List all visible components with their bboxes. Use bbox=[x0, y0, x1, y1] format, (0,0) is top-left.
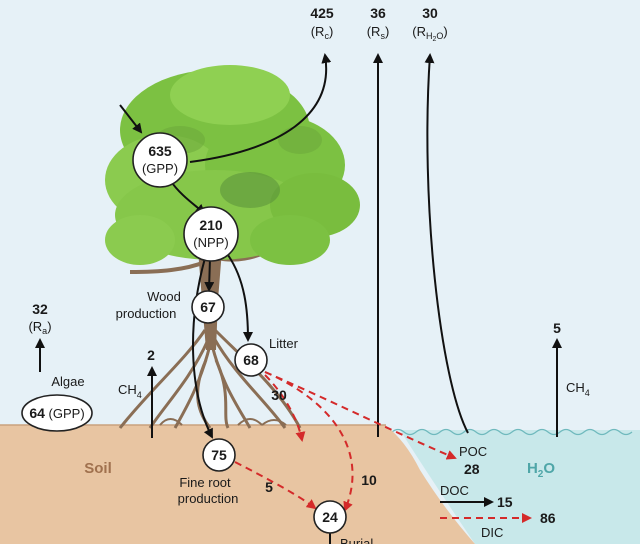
water-zone bbox=[370, 430, 640, 544]
litter-to-burial-arrow bbox=[264, 371, 354, 512]
doc-label: DOC bbox=[440, 483, 469, 498]
litter-to-burial-value: 10 bbox=[361, 472, 377, 488]
litter-to-soil-arrow bbox=[264, 374, 306, 442]
fine-root-label-line1: Fine root bbox=[179, 475, 231, 490]
npp-to-wood-arrow bbox=[204, 257, 215, 292]
npp-to-fine-root-arrow bbox=[192, 257, 213, 439]
wood-value: 67 bbox=[200, 299, 216, 315]
rc-label: (Rc) bbox=[311, 24, 334, 41]
litter-to-soil-value: 30 bbox=[271, 387, 287, 403]
root-to-burial-arrow bbox=[234, 461, 317, 510]
fine-root-node bbox=[202, 438, 236, 472]
dic-value: 86 bbox=[540, 510, 556, 526]
algae-gpp-value: 64 bbox=[29, 405, 45, 421]
npp-label: (NPP) bbox=[193, 235, 228, 250]
trunk-branch-left bbox=[129, 260, 206, 274]
root-to-burial-value: 5 bbox=[265, 479, 273, 495]
wood-label-line2: production bbox=[116, 306, 177, 321]
algae-gpp-node bbox=[21, 394, 93, 432]
npp-node bbox=[183, 206, 239, 262]
burial-label: Burial bbox=[340, 536, 373, 544]
litter-node bbox=[234, 343, 268, 377]
rs-label: (Rs) bbox=[367, 24, 390, 41]
dic-label: DIC bbox=[481, 525, 503, 540]
ra-label: (Ra) bbox=[28, 319, 51, 336]
ch4-soil-value: 2 bbox=[147, 347, 155, 363]
gpp-value: 635 bbox=[148, 143, 172, 159]
water-zone-label: H2O bbox=[527, 460, 555, 480]
burial-node bbox=[313, 500, 347, 534]
poc-value: 28 bbox=[464, 461, 480, 477]
rs-value: 36 bbox=[370, 5, 386, 21]
fine-root-label-line2: production bbox=[178, 491, 239, 506]
litter-to-poc-arrow bbox=[264, 371, 457, 460]
doc-value: 15 bbox=[497, 494, 513, 510]
rc-value: 425 bbox=[310, 5, 334, 21]
npp-value: 210 bbox=[199, 217, 223, 233]
npp-to-litter-arrow bbox=[227, 254, 253, 342]
ra-value: 32 bbox=[32, 301, 48, 317]
poc-label: POC bbox=[459, 444, 487, 459]
fine-root-value: 75 bbox=[211, 447, 227, 463]
litter-value: 68 bbox=[243, 352, 259, 368]
water-surface bbox=[391, 428, 633, 436]
burial-value: 24 bbox=[322, 509, 338, 525]
water-respiration-arrow bbox=[424, 53, 469, 434]
soil-zone bbox=[0, 425, 475, 544]
gpp-node bbox=[132, 132, 188, 188]
algae-caption: Algae bbox=[51, 374, 84, 389]
ch4-water-value: 5 bbox=[553, 320, 561, 336]
soil-zone-label: Soil bbox=[84, 460, 112, 477]
wood-label-line1: Wood bbox=[147, 289, 181, 304]
algae-gpp-text: 64 (GPP) bbox=[29, 405, 84, 421]
litter-label: Litter bbox=[269, 336, 299, 351]
light-input-arrow bbox=[119, 104, 143, 134]
canopy-respiration-arrow bbox=[189, 53, 332, 163]
gpp-label: (GPP) bbox=[142, 161, 178, 176]
ch4-soil-label: CH4 bbox=[118, 382, 142, 400]
ch4-water-label: CH4 bbox=[566, 380, 590, 398]
rh2o-label: (RH2O) bbox=[412, 24, 447, 43]
wood-node bbox=[191, 290, 225, 324]
rh2o-value: 30 bbox=[422, 5, 438, 21]
algae-gpp-label: (GPP) bbox=[49, 406, 85, 421]
